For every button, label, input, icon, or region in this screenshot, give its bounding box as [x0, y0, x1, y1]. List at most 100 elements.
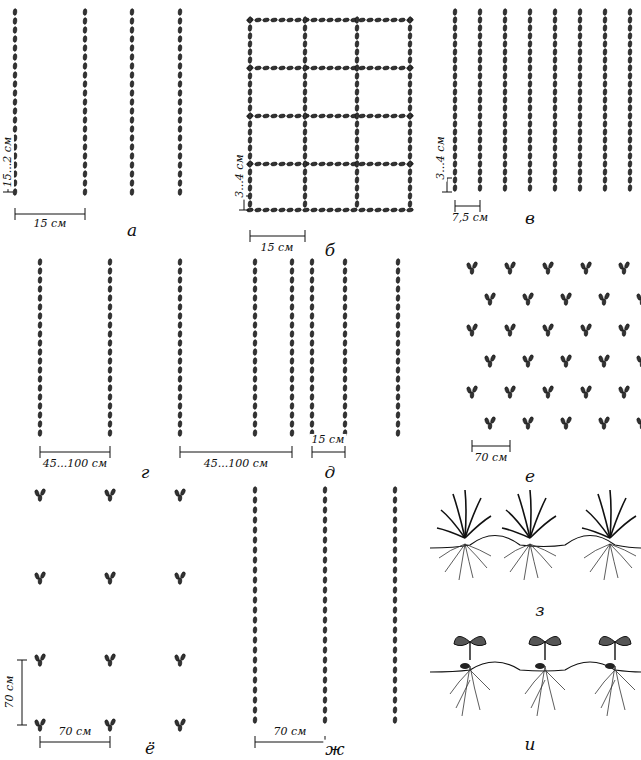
seed [343, 331, 347, 338]
seed [478, 81, 482, 88]
seed [396, 286, 400, 293]
seed [323, 657, 327, 664]
seed [528, 169, 532, 176]
seed [342, 208, 349, 213]
seed [350, 208, 357, 213]
seed [390, 208, 397, 213]
seed [503, 185, 507, 192]
seed [294, 208, 301, 213]
seed [310, 412, 314, 419]
plant-root [470, 670, 490, 690]
figure-letter: в [523, 209, 537, 228]
seed [396, 304, 400, 311]
seed [286, 18, 293, 23]
seed [628, 105, 632, 112]
seed [528, 153, 532, 160]
figure-letter: б [323, 241, 337, 260]
seed [393, 617, 397, 624]
seed [406, 208, 413, 213]
seed [478, 137, 482, 144]
seed [278, 114, 285, 119]
seed [393, 527, 397, 534]
seed [326, 18, 333, 23]
seed [248, 73, 252, 80]
seed [393, 637, 397, 644]
seed [503, 33, 507, 40]
seed [302, 208, 309, 213]
seed [393, 657, 397, 664]
seed [408, 201, 412, 208]
seed [408, 97, 412, 104]
seed [253, 385, 257, 392]
seed [290, 286, 294, 293]
seed [253, 637, 257, 644]
seed [334, 162, 341, 167]
seed [578, 65, 582, 72]
seed [108, 268, 112, 275]
seed [470, 392, 474, 399]
seed [578, 177, 582, 184]
seed [253, 412, 257, 419]
seed [253, 587, 257, 594]
seed [253, 537, 257, 544]
seed [303, 121, 307, 128]
seed [408, 185, 412, 192]
seed [178, 36, 182, 43]
seed [253, 403, 257, 410]
seed [355, 81, 359, 88]
plant-root [537, 666, 545, 716]
seedling-leaf [454, 636, 470, 645]
seed [290, 367, 294, 374]
seed [38, 385, 42, 392]
seed [355, 137, 359, 144]
seed [628, 153, 632, 160]
seed [382, 66, 389, 71]
seed [636, 355, 641, 362]
seed [453, 97, 457, 104]
seed [478, 185, 482, 192]
seed [310, 313, 314, 320]
seed [478, 41, 482, 48]
seed [343, 340, 347, 347]
seed [83, 189, 87, 196]
seed [553, 81, 557, 88]
seed [503, 177, 507, 184]
seedling-leaf [529, 636, 545, 645]
seed [253, 687, 257, 694]
seed [318, 66, 325, 71]
seed [478, 65, 482, 72]
seed [355, 169, 359, 176]
figure-letter: ж [323, 739, 346, 758]
seed [178, 286, 182, 293]
seed [13, 27, 17, 34]
seed [528, 137, 532, 144]
seed [602, 423, 606, 430]
seed [253, 657, 257, 664]
seed [553, 105, 557, 112]
seed [248, 97, 252, 104]
dimension-line [15, 214, 85, 215]
seed [478, 169, 482, 176]
seed [503, 105, 507, 112]
dimension-line [40, 452, 110, 453]
seed [253, 607, 257, 614]
seed [178, 660, 182, 667]
seed [323, 517, 327, 524]
seed [303, 105, 307, 112]
seed [358, 208, 365, 213]
seed [355, 65, 359, 72]
seed [13, 9, 17, 16]
seed [253, 340, 257, 347]
seed [83, 63, 87, 70]
seed [553, 161, 557, 168]
seed [130, 9, 134, 16]
seed [488, 299, 492, 306]
seed [253, 597, 257, 604]
seed [366, 18, 373, 23]
seed [503, 49, 507, 56]
seedling-stem [469, 642, 470, 660]
seed [310, 66, 317, 71]
seed [38, 277, 42, 284]
seed [408, 17, 412, 24]
